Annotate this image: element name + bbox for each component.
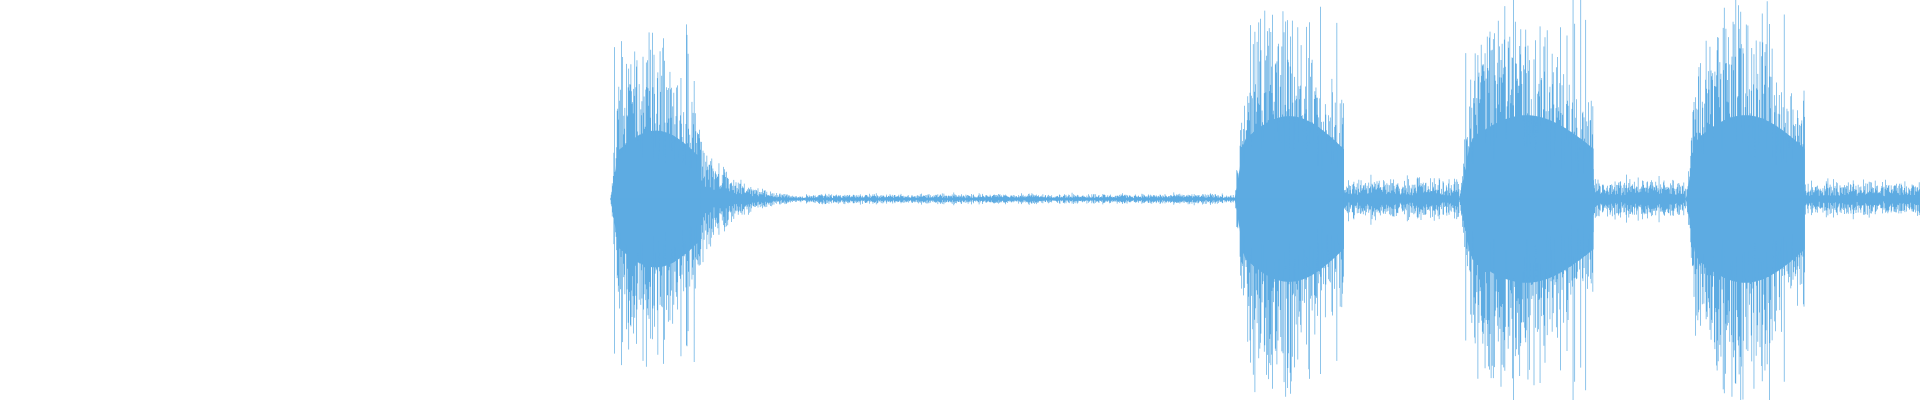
waveform-trace-burst-2 (1234, 6, 1344, 397)
waveform-trace-burst-3 (1458, 0, 1594, 400)
waveform-segment-burst-2 (1234, 6, 1344, 397)
waveform-segment-burst-3 (1458, 0, 1594, 400)
waveform-segment-burst-1 (610, 24, 702, 367)
waveform-trace-decay-2 (1343, 174, 1460, 225)
waveform-trace-burst-1 (610, 24, 702, 367)
waveform-segment-decay-2 (1343, 174, 1460, 225)
waveform-trace-decay-1 (700, 141, 807, 263)
waveform-segment-decay-1 (700, 141, 807, 263)
waveform-segment-burst-4 (1685, 0, 1805, 400)
waveform-trace-burst-4 (1685, 0, 1805, 400)
